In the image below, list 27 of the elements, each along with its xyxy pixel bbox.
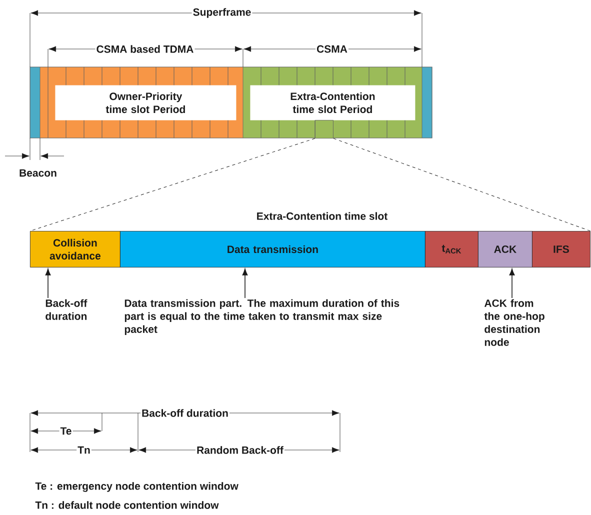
slot-segment: ACK (478, 231, 532, 268)
slot-segment: IFS (532, 231, 590, 268)
slot-segment: t$_{ACK}$ (425, 231, 478, 268)
legend-text: Tn : default node contention window (35, 501, 219, 509)
dimension-label: CSMA (316, 44, 348, 54)
annotation-text: Data transmission part. The maximum duration of this part is equal to the time taken to transmit max size packet (124, 299, 400, 335)
dimension-label: CSMA based TDMA (95, 44, 195, 54)
period-box: Extra-Contention time slot Period (250, 85, 416, 120)
dimension-label: Random Back-off (196, 445, 284, 455)
dimension-label: Tn (76, 445, 92, 455)
dimension-label: Te (59, 426, 73, 436)
arrow (45, 268, 51, 298)
legend-text: Te : emergency node contention window (35, 482, 238, 492)
zoom-line (333, 138, 591, 232)
period-box: Owner-Priority time slot Period (55, 85, 236, 120)
arrow (509, 268, 515, 298)
dimension-label: Superframe (192, 7, 252, 19)
slot-segment: Collision avoidance (30, 231, 120, 268)
slot-segment: Data transmission (120, 231, 426, 268)
dimension-label: Back-off duration (140, 408, 230, 418)
section-title: Extra-Contention time slot (257, 212, 388, 220)
annotation-text: ACK from the one-hop destination node (484, 299, 544, 346)
dimension-label: Beacon (20, 169, 56, 177)
arrow (242, 268, 248, 298)
annotation-text: Back-off duration (46, 299, 88, 320)
zoom-line (30, 138, 316, 232)
time-slot (315, 120, 334, 138)
